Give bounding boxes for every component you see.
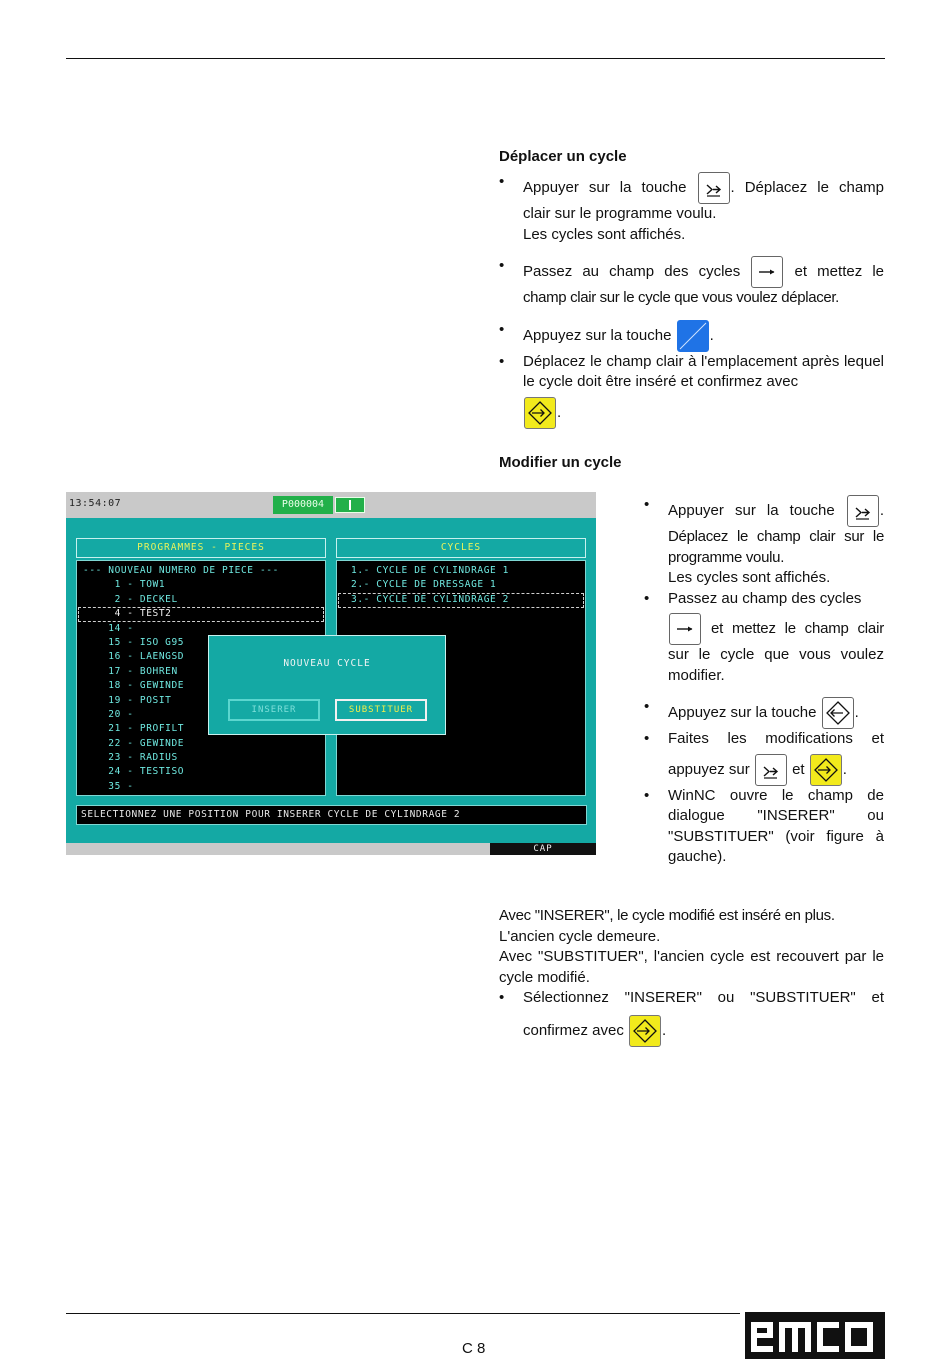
piece-row: 23 - RADIUS [83, 752, 178, 764]
move-step-1-text-a: Appuyer sur la touche [523, 178, 687, 196]
piece-row: 35 - [83, 780, 134, 792]
move-step-1-text-d: Les cycles sont affichés. [523, 225, 686, 243]
cycle-selection-highlight [338, 593, 584, 608]
modify-step-3-text-b: . [854, 703, 859, 721]
piece-row: 4 - TEST2 [83, 608, 172, 620]
cycle-row: 3.- CYCLE DE CYLINDRAGE 2 [351, 593, 509, 605]
modify-step-2: Passez au champ des cycles et mettez le … [644, 589, 884, 687]
modify-step-3: Appuyez sur la touche . [644, 697, 884, 729]
modify-step-4-text-a: Faites les modifications et [668, 730, 884, 747]
insert-note: Avec "INSERER", le cycle modifié est ins… [499, 907, 835, 924]
modify-step-2-text-a: Passez au champ des cycles [668, 589, 862, 607]
screen-program-number: P000004 [273, 496, 333, 514]
move-step-4: Déplacez le champ clair à l'emplacement … [499, 352, 884, 429]
move-step-3: Appuyez sur la touche . [499, 319, 884, 352]
screen-status-indicator [335, 497, 365, 513]
replace-button[interactable]: SUBSTITUER [335, 699, 427, 721]
piece-selection-highlight [78, 607, 324, 622]
modify-step-4-text-b: appuyez sur [668, 760, 750, 778]
piece-row: 24 - TESTISO [83, 766, 185, 778]
section-title-move: Déplacer un cycle [499, 148, 627, 165]
enter-diamond-key-icon [629, 1014, 662, 1047]
cnc-screen-figure: 13:54:07 P000004 PROGRAMMES - PIECES ---… [66, 492, 596, 855]
replace-note: Avec "SUBSTITUER", l'ancien cycle est re… [499, 948, 884, 986]
move-step-2: Passez au champ des cycles et mettez le … [499, 256, 884, 309]
piece-row: 22 - GEWINDE [83, 737, 185, 749]
move-step-4-text-b: . [557, 403, 562, 421]
move-step-4-text-a: Déplacez le champ clair à l'emplacement … [523, 352, 884, 391]
screen-bottom-bar [66, 843, 596, 855]
program-select-key-icon [697, 172, 730, 204]
screen-message-line: SELECTIONNEZ UNE POSITION POUR INSERER C… [76, 805, 587, 825]
final-step-text-b: confirmez avec [523, 1021, 624, 1039]
move-step-2-text-a: Passez au champ des cycles [523, 262, 741, 280]
arrow-right-key-icon [669, 613, 701, 645]
modify-step-4-text-c: et [792, 760, 805, 778]
piece-row: 20 - [83, 708, 134, 720]
piece-row: 14 - [83, 622, 134, 634]
cycle-row: 2.- CYCLE DE DRESSAGE 1 [351, 579, 497, 591]
move-instructions: Appuyer sur la touche . Déplacez le cham… [499, 172, 884, 429]
move-step-1: Appuyer sur la touche . Déplacez le cham… [499, 172, 884, 245]
piece-row: 1 - TOW1 [83, 579, 166, 591]
cycle-row: 1.- CYCLE DE CYLINDRAGE 1 [351, 565, 509, 576]
modify-step-1: Appuyer sur la touche . Déplacez le cham… [644, 495, 884, 589]
modify-step-4: Faites les modifications et appuyez sur … [644, 729, 884, 786]
enter-diamond-key-icon [809, 753, 842, 786]
section-title-modify: Modifier un cycle [499, 454, 622, 471]
move-step-1-text-b: . Déplacez le champ [730, 178, 885, 196]
modify-instructions: Appuyer sur la touche . Déplacez le cham… [644, 495, 884, 868]
modify-step-4-text-d: . [842, 760, 847, 778]
new-cycle-dialog: NOUVEAU CYCLE INSERER SUBSTITUER [208, 635, 446, 735]
modify-step-1-text-b: . [879, 501, 885, 519]
modify-step-2-text-b: et mettez le champ clair [711, 619, 884, 637]
move-step-3-text-b: . [709, 326, 714, 344]
piece-row: --- NOUVEAU NUMERO DE PIECE --- [83, 565, 279, 576]
move-step-2-text-c: champ clair sur le cycle que vous voulez… [523, 289, 840, 306]
program-select-key-icon [846, 495, 879, 527]
move-step-1-text-c: clair sur le programme voulu. [523, 205, 717, 222]
piece-row: 16 - LAENGSD [83, 651, 185, 663]
modify-step-5: WinNC ouvre le champ de dialogue "INSERE… [644, 786, 884, 868]
piece-row: 19 - POSIT [83, 694, 172, 706]
modify-step-1-text-d: Les cycles sont affichés. [668, 569, 831, 586]
piece-row: 17 - BOHREN [83, 665, 178, 677]
piece-row: 15 - ISO G95 [83, 636, 185, 648]
insert-button[interactable]: INSERER [228, 699, 320, 721]
modify-step-3-text-a: Appuyez sur la touche [668, 703, 817, 721]
modify-step-1-text-a: Appuyer sur la touche [668, 501, 835, 519]
insert-note-2: L'ancien cycle demeure. [499, 927, 661, 945]
move-step-2-text-b: et mettez le [794, 262, 884, 280]
final-step-text-a: Sélectionnez "INSERER" ou "SUBSTITUER" e… [523, 989, 884, 1006]
dialog-title: NOUVEAU CYCLE [283, 658, 371, 669]
final-step: Sélectionnez "INSERER" ou "SUBSTITUER" e… [499, 988, 884, 1047]
page-number: C 8 [462, 1340, 486, 1357]
blue-softkey-icon [676, 319, 709, 352]
modify-step-2-text-c: sur le cycle que vous voulez modifier. [668, 646, 884, 684]
screen-clock: 13:54:07 [69, 498, 122, 509]
move-step-3-text-a: Appuyez sur la touche [523, 326, 672, 344]
emco-logo [745, 1312, 885, 1359]
modify-step-1-text-c: Déplacez le champ clair sur le programme… [668, 528, 884, 566]
footer-rule [66, 1313, 740, 1314]
piece-row: 18 - GEWINDE [83, 680, 185, 692]
screen-status-cap: CAP [490, 843, 596, 855]
header-rule [66, 58, 885, 59]
final-step-text-c: . [662, 1021, 667, 1039]
edit-diamond-key-icon [821, 697, 854, 729]
cycles-panel-header: CYCLES [336, 538, 586, 558]
enter-diamond-key-icon [524, 396, 556, 429]
program-select-key-icon [754, 753, 787, 786]
pieces-panel-header: PROGRAMMES - PIECES [76, 538, 326, 558]
bottom-notes: Avec "INSERER", le cycle modifié est ins… [499, 906, 884, 1047]
arrow-right-key-icon [751, 256, 784, 288]
piece-row: 21 - PROFILT [83, 723, 185, 735]
piece-row: 2 - DECKEL [83, 593, 178, 605]
